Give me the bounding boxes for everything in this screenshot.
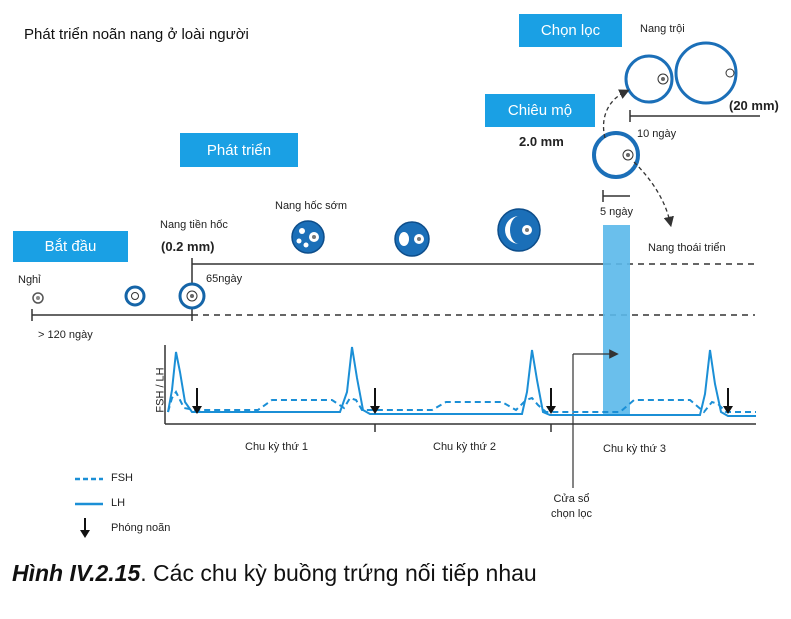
recruited-follicle [592,131,640,179]
arrows [602,89,674,228]
label-early-antral: Nang hốc sớm [275,200,348,212]
caption-figure-number: Hình IV.2.15 [12,560,141,586]
ovulation-arrow-1 [192,388,202,414]
stage-start-box: Bắt đầu [13,231,128,262]
legend-fsh-label: FSH [111,472,133,484]
fsh-curve [167,390,756,414]
stage-recruitment-box: Chiêu mộ [485,94,595,127]
follicles [32,41,738,310]
figure-caption: Hình IV.2.15. Các chu kỳ buồng trứng nối… [12,560,537,587]
antral-follicle-1 [394,221,430,257]
selected-follicle [624,54,674,104]
ovulation-arrow-4 [723,388,733,414]
label-10-days: 10 ngày [637,128,677,140]
primordial-follicle [32,292,44,304]
stage-selection-box: Chọn lọc [519,14,622,47]
dominant-follicle [674,41,738,105]
atresia-arrow [633,161,674,228]
label-cycle-2: Chu kỳ thứ 2 [433,441,497,453]
label-preantral: Nang tiền hốc [160,219,228,231]
ovulation-markers [192,388,733,414]
ovulation-arrow-3 [546,388,556,414]
label-over-120-days: > 120 ngày [38,329,93,341]
selection-arrow [602,89,630,139]
legend-lh-label: LH [111,497,126,509]
secondary-follicle [178,282,206,310]
label-2mm: 2.0 mm [519,134,564,149]
lh-curve [167,346,756,417]
figure-title: Phát triển noãn nang ở loài người [24,26,249,43]
label-resting: Nghỉ [18,274,41,286]
selection-window-band [603,225,630,416]
primary-follicle [124,285,146,307]
hormone-axes [164,345,756,432]
legend-ovulation-label: Phóng noãn [111,522,171,534]
legend-symbols [75,477,103,538]
diagram-svg [31,41,760,538]
y-axis-label: FSH / LH [154,367,167,413]
stage-growth-box: Phát triển [180,133,298,167]
label-selection-window: Cửa sổ chọn lọc [551,493,592,520]
label-cycle-1: Chu kỳ thứ 1 [245,441,309,453]
early-antral-follicle [291,220,325,254]
label-preantral-size: (0.2 mm) [161,239,215,254]
caption-text: . Các chu kỳ buồng trứng nối tiếp nhau [140,560,537,586]
antral-follicle-2 [497,208,541,252]
label-20mm: (20 mm) [729,98,779,113]
legend-ovulation-arrow-icon [80,518,90,538]
label-atresia: Nang thoái triển [648,242,726,254]
label-dominant: Nang trội [640,23,685,35]
label-65-days: 65ngày [206,273,243,285]
label-cycle-3: Chu kỳ thứ 3 [603,443,667,455]
ovulation-arrow-2 [370,388,380,414]
label-5-days: 5 ngày [600,206,634,218]
